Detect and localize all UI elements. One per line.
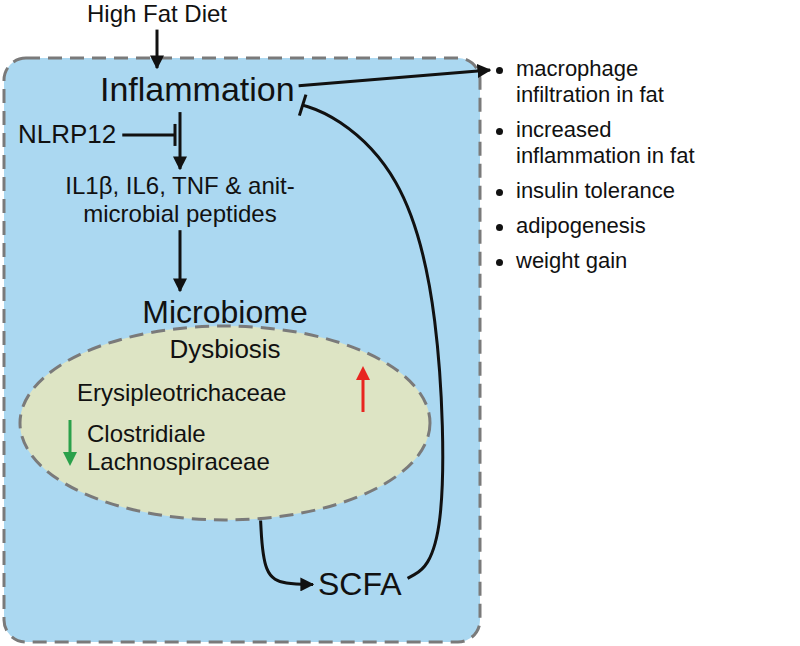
inhibition-bar (174, 124, 177, 146)
label-text: IL1β, IL6, TNF & anit-microbial peptides (40, 172, 320, 227)
decrease-arrow (69, 420, 72, 456)
outcome-text: adipogenesis (516, 213, 646, 238)
bullet (496, 128, 503, 135)
arrow-connector (299, 70, 490, 86)
list-item: adipogenesis (492, 213, 728, 239)
inhibition-line (122, 133, 175, 136)
bullet (496, 189, 503, 196)
arrow-connector (179, 230, 182, 291)
outcome-text: increased inflammation in fat (516, 117, 695, 168)
arrow-connector (156, 30, 159, 68)
input-label: High Fat Diet (87, 0, 227, 28)
arrow-connector (261, 521, 313, 585)
increase-arrowhead (356, 366, 370, 380)
bullet (496, 259, 503, 266)
microbiome-ellipse: MicrobiomeDysbiosisErysipleotrichaceaeCl… (15, 290, 435, 522)
cell-region (4, 58, 480, 642)
outcome-text: weight gain (516, 248, 627, 273)
list-item: macrophage infiltration in fat (492, 56, 728, 108)
process-label: IL1β, IL6, TNF & anit-microbial peptides (40, 172, 320, 227)
bullet (496, 67, 503, 74)
outcome-text: macrophage infiltration in fat (516, 56, 664, 107)
label-text: High Fat Diet (87, 0, 227, 28)
list-item: increased inflammation in fat (492, 117, 728, 169)
outcome-list: macrophage infiltration in fat increased … (492, 56, 782, 283)
process-label: Inflammation (100, 70, 295, 109)
metabolite-label: SCFA (318, 566, 402, 603)
heading: Microbiome (15, 294, 435, 331)
increase-arrow (362, 376, 365, 412)
decrease-arrowhead (63, 452, 77, 466)
list-item: weight gain (492, 248, 728, 274)
label-text: SCFA (318, 566, 402, 603)
taxon-label: Dysbiosis (15, 335, 435, 365)
arrow-connector (179, 112, 182, 169)
label-text: NLRP12 (18, 120, 116, 150)
regulator-label: NLRP12 (18, 120, 116, 150)
outcome-text: insulin tolerance (516, 178, 675, 203)
label-text: Inflammation (100, 70, 295, 109)
list-item: insulin tolerance (492, 178, 728, 204)
inhibition-bar (299, 95, 306, 116)
bullet (496, 224, 503, 231)
taxon-label: Erysipleotrichaceae (77, 379, 435, 407)
taxon-label: Clostridiale Lachnospiraceae (87, 420, 272, 475)
